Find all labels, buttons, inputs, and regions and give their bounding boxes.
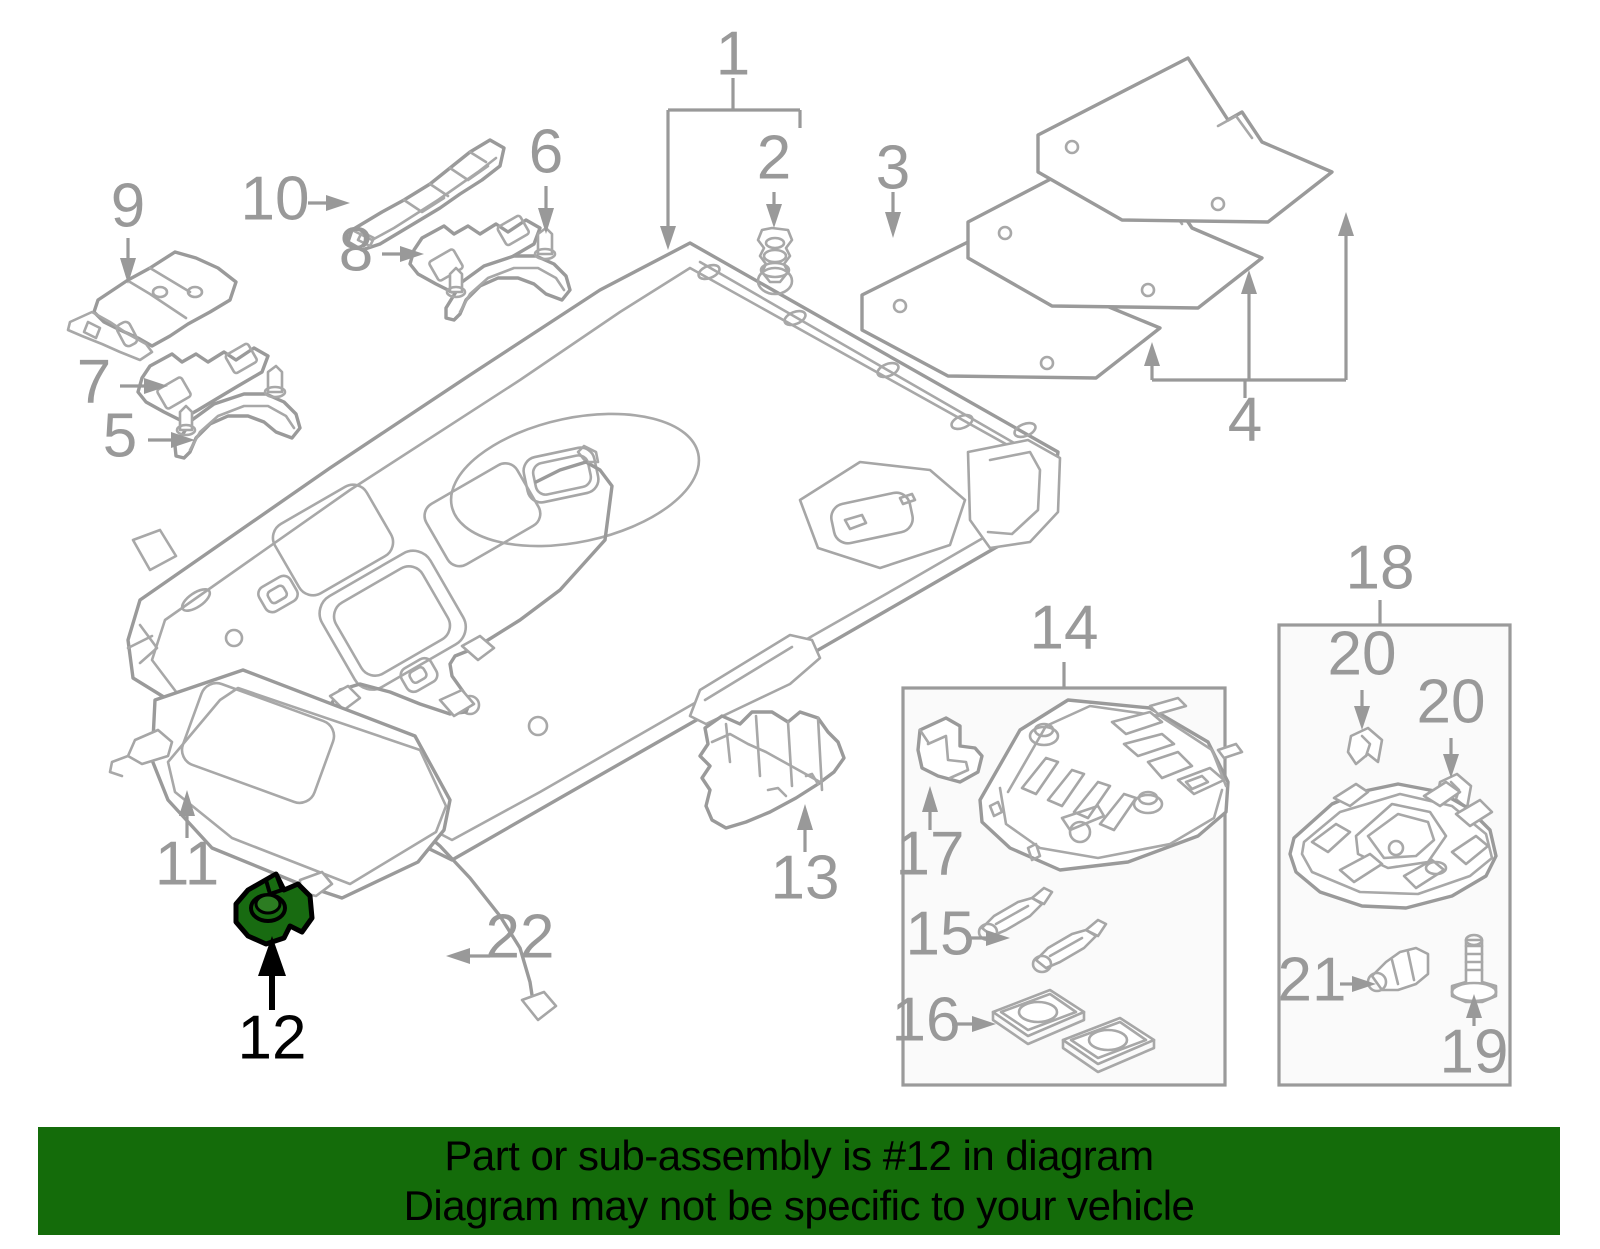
callout-leader-1 [660, 78, 802, 250]
grip-bracket-rear [66, 250, 238, 362]
callout-label-17: 17 [896, 819, 965, 888]
roof-insulator-pad-set [860, 56, 1334, 380]
callout-label-12: 12 [238, 1003, 307, 1072]
callout-leader-7 [120, 378, 168, 394]
callout-leader-17 [922, 786, 938, 830]
callout-label-13: 13 [771, 843, 840, 912]
overhead-console-body [978, 696, 1244, 872]
callout-label-22: 22 [486, 902, 555, 971]
grip-cover-front [136, 342, 270, 422]
map-lamp-group [1277, 600, 1512, 1087]
callout-label-10: 10 [241, 164, 310, 233]
callout-label-7: 7 [77, 347, 111, 416]
rear-lamp-housing [698, 710, 846, 830]
callout-label-6: 6 [529, 117, 563, 186]
callout-label-19: 19 [1440, 1017, 1509, 1086]
callout-label-15: 15 [906, 899, 975, 968]
map-lamp-screw [1450, 933, 1498, 1004]
callout-label-21: 21 [1278, 945, 1347, 1014]
callout-leader-4 [1144, 212, 1354, 398]
assist-grip-front [173, 364, 302, 460]
callout-leader-21 [1340, 976, 1376, 992]
callout-leader-6 [538, 186, 554, 234]
callout-label-1: 1 [716, 19, 750, 88]
callout-leader-12 [258, 936, 286, 1010]
callout-label-11: 11 [155, 829, 219, 898]
callout-label-5: 5 [103, 401, 137, 470]
callout-leader-5 [148, 432, 195, 448]
map-lamp-body [1288, 780, 1498, 910]
headliner-clip-screw [756, 226, 794, 296]
callout-label-16: 16 [892, 985, 961, 1054]
banner-line-2: Diagram may not be specific to your vehi… [403, 1182, 1195, 1229]
callout-label-14: 14 [1030, 593, 1099, 662]
callout-label-20-left: 20 [1328, 619, 1397, 688]
console-bulb [977, 886, 1108, 974]
overhead-console-group [901, 662, 1244, 1087]
callout-leader-15 [966, 930, 1010, 946]
callout-label-18: 18 [1346, 533, 1415, 602]
callout-label-9: 9 [111, 171, 145, 240]
banner-line-1: Part or sub-assembly is #12 in diagram [444, 1132, 1154, 1179]
grip-bracket-front [346, 138, 506, 252]
assist-grip-cap [444, 226, 572, 322]
callout-leader-3 [885, 192, 901, 238]
callout-leader-8 [382, 246, 424, 262]
callout-label-4: 4 [1228, 385, 1262, 454]
callout-leader-19 [1466, 994, 1482, 1026]
callout-leader-2 [766, 192, 782, 228]
callout-label-20-right: 20 [1417, 667, 1486, 736]
sun-visor-holder-clip [233, 871, 315, 947]
callout-leader-10 [308, 195, 350, 211]
callout-label-2: 2 [757, 123, 791, 192]
callout-leader-20-right [1443, 738, 1459, 778]
console-bracket [916, 716, 984, 784]
callout-leader-22 [446, 948, 490, 964]
sun-visor [108, 668, 452, 900]
callout-leader-16 [952, 1016, 996, 1032]
callout-label-8: 8 [339, 215, 373, 284]
callout-leader-9 [120, 238, 136, 284]
part-notice-banner: Part or sub-assembly is #12 in diagram D… [38, 1127, 1560, 1235]
callout-leader-20-left [1354, 690, 1370, 730]
callout-label-3: 3 [876, 133, 910, 202]
callout-leader-13 [797, 804, 813, 852]
callout-leader-11 [179, 790, 195, 838]
console-lens [991, 988, 1156, 1074]
map-lamp-bulb [1366, 946, 1430, 993]
